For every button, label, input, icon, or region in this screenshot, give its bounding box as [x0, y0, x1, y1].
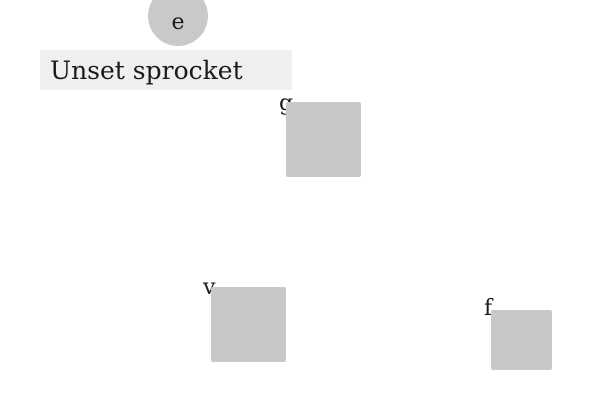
v-square-button[interactable] — [211, 287, 286, 362]
f-square-button[interactable] — [491, 310, 552, 370]
g-square-button[interactable] — [286, 102, 361, 177]
status-label: Unset sprocket — [40, 50, 292, 90]
e-circle-button-label: e — [171, 10, 185, 35]
e-circle-button[interactable]: e — [148, 0, 208, 46]
f-square-label: f — [484, 296, 493, 321]
status-label-text: Unset sprocket — [50, 55, 243, 85]
